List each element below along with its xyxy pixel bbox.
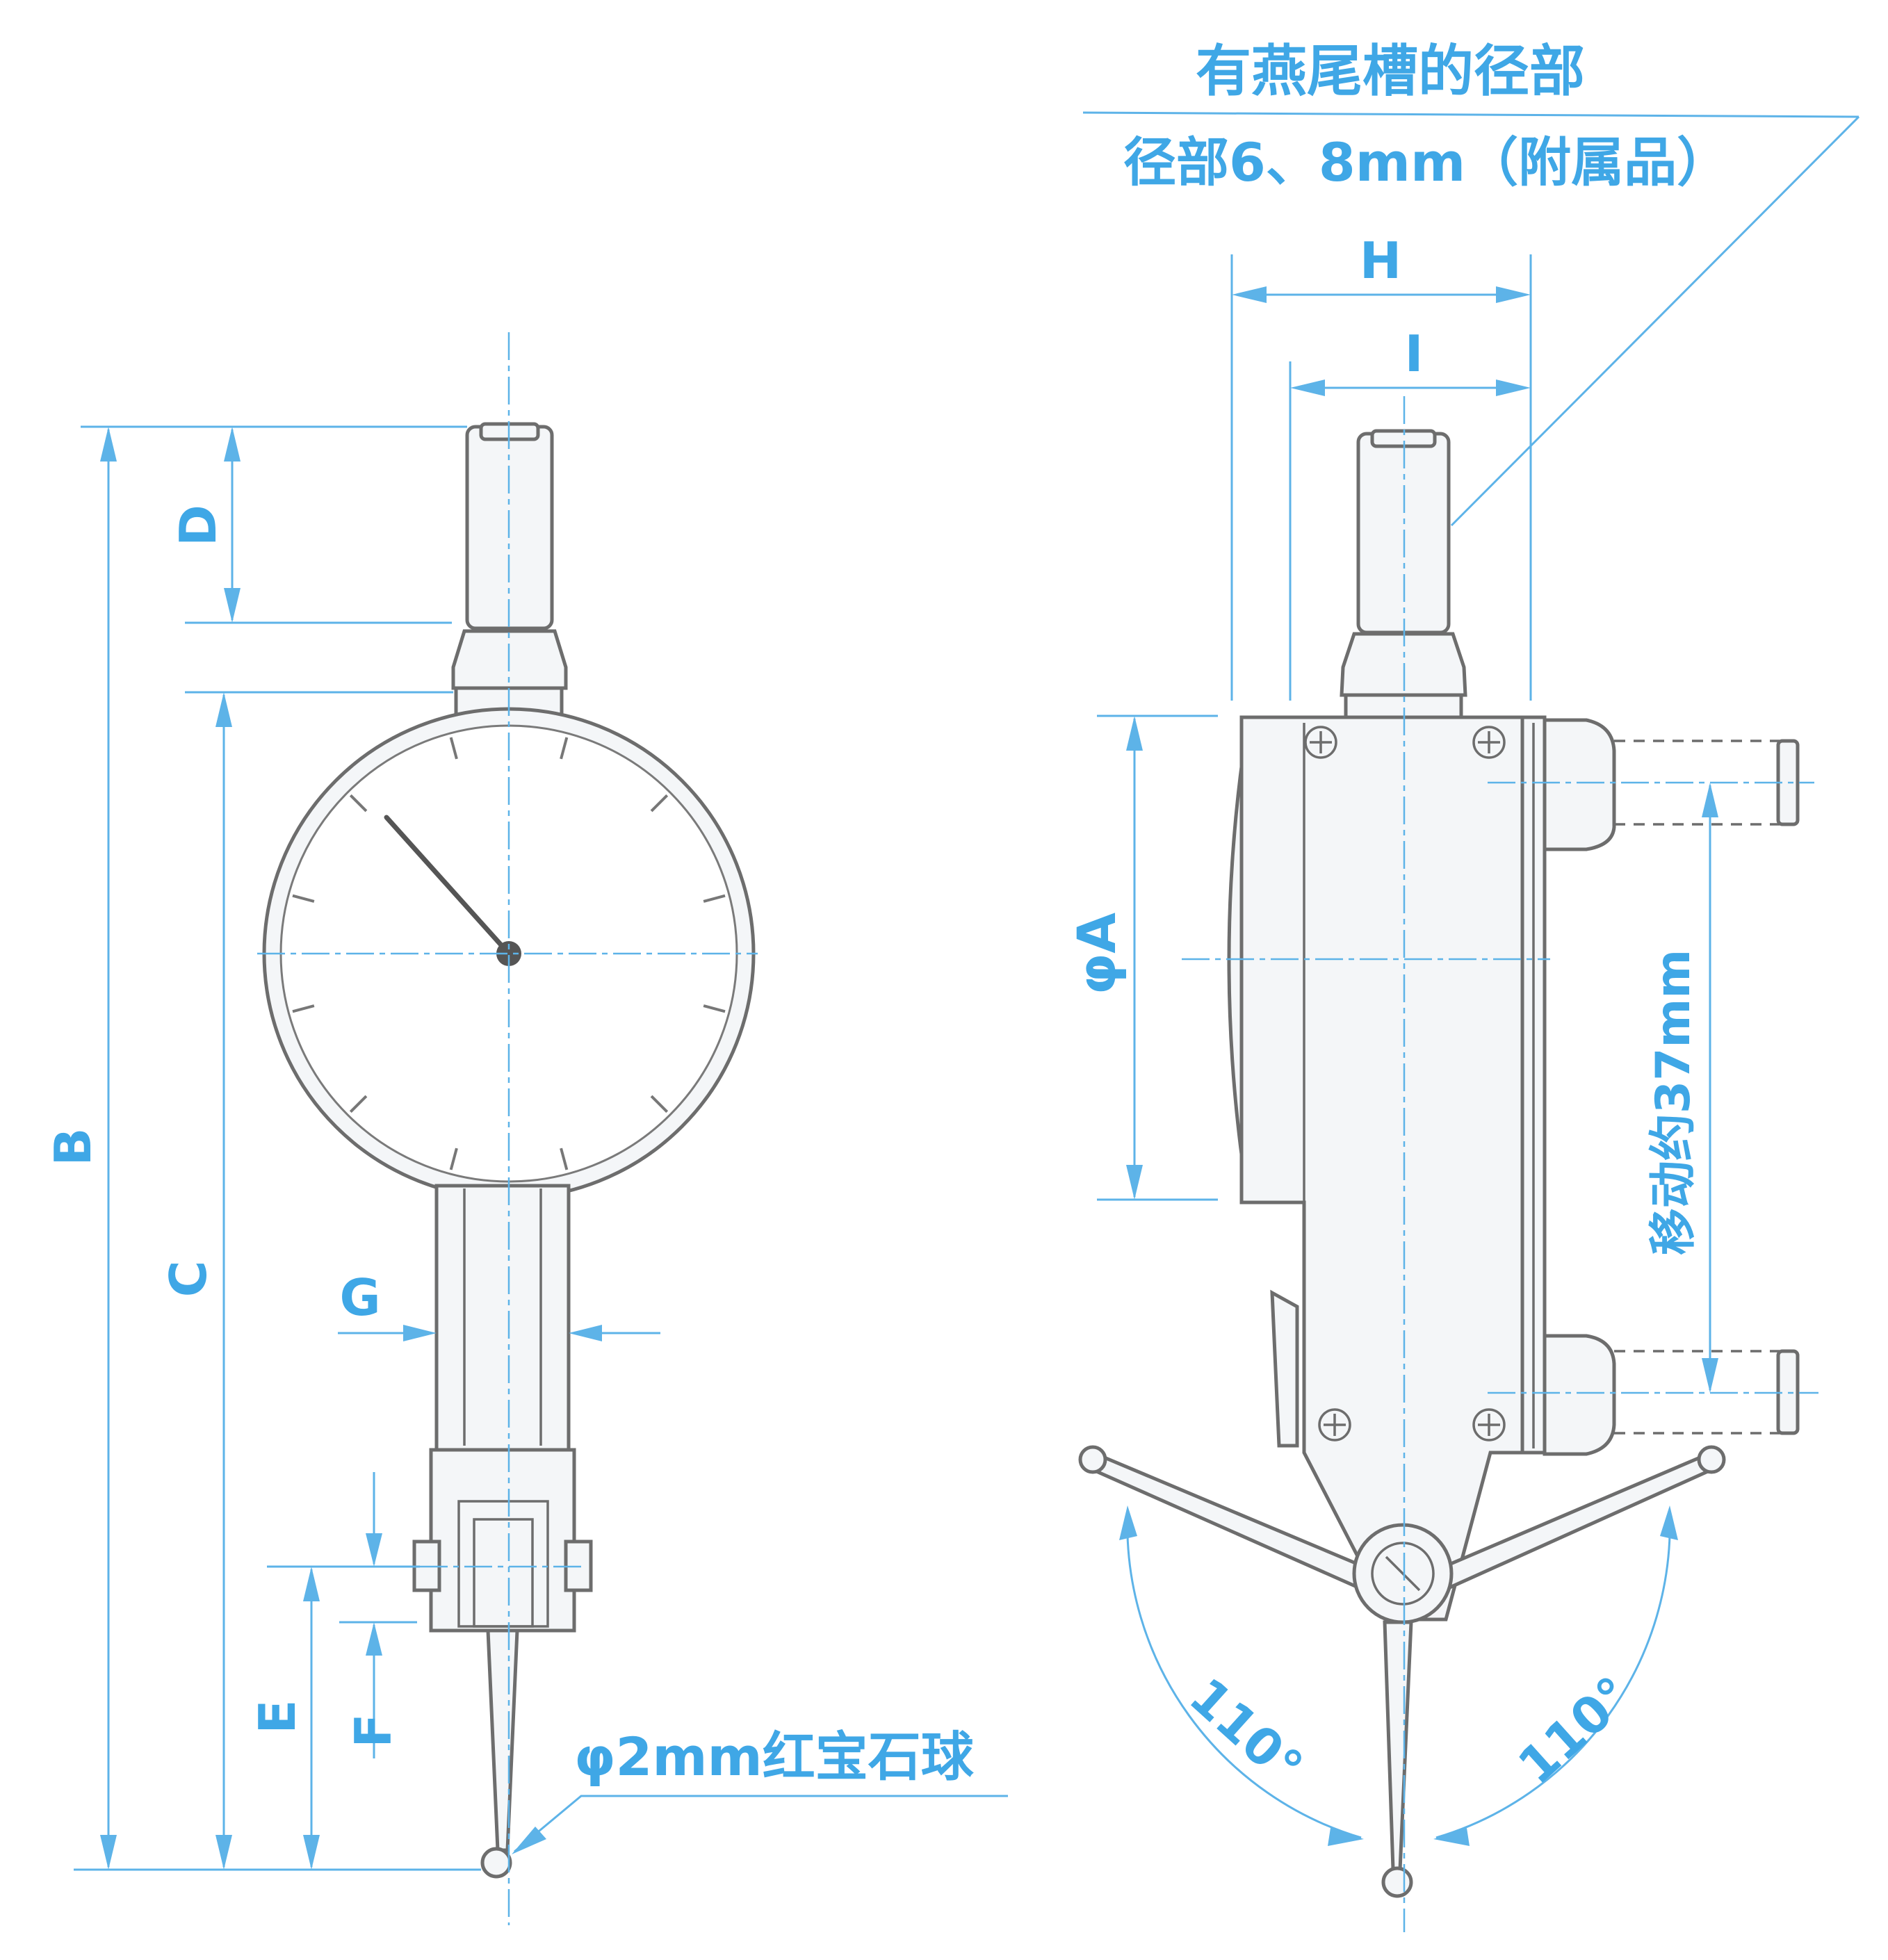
dial-tick [449,737,458,760]
dial-tick [703,1004,726,1013]
dial-tick [349,794,368,812]
dial-tick [650,794,669,812]
dim-label-phi-a: φA [1066,913,1128,995]
side-lever [1270,1289,1299,1448]
travel-label: 移动约37mm [1646,949,1701,1255]
pivot-inner [1371,1542,1435,1606]
dim-label-i: I [1405,325,1424,383]
side-main-body [1239,715,1547,1622]
right-ball [1697,1445,1726,1474]
dovetail-label: 有燕尾槽的径部 [1196,39,1585,104]
dial-tick [560,737,569,760]
front-stylus-holder [429,1448,576,1633]
dial-tick [449,1148,458,1170]
dial-tick [349,1095,368,1113]
angle-right-label: 110° [1507,1665,1643,1795]
dim-label-b: B [44,1128,102,1166]
front-stylus [486,1628,519,1852]
front-view [262,422,756,1879]
body-screws [1304,726,1506,1442]
dial-needle [384,815,512,956]
dim-label-h: H [1360,231,1401,290]
dial-ticks [292,737,726,1170]
left-ball [1078,1445,1107,1474]
side-ruby-ball [1381,1866,1413,1898]
dim-label-d: D [169,505,227,546]
front-ruby-ball [480,1847,512,1879]
side-view [1078,429,1800,1898]
side-stylus [1383,1620,1413,1872]
upper-clamp [1543,718,1616,851]
labels: 有燕尾槽的径部 径部6、8mm（附属品） H I φA 移动约37mm B C … [44,39,1730,1797]
dimensions [74,111,1860,1932]
dial-tick [292,894,315,903]
dial-tick [560,1148,569,1170]
dim-label-e: E [248,1699,307,1733]
dim-label-f: F [344,1713,402,1747]
lower-clamp [1543,1334,1616,1456]
dial-tick [292,1004,315,1013]
ruby-ball-label: φ2mm红宝石球 [574,1726,975,1788]
dial-tick [650,1095,669,1113]
stem-size-label: 径部6、8mm（附属品） [1123,131,1730,193]
dim-label-g: G [339,1268,380,1327]
dial-tick [703,894,726,903]
dim-label-c: C [159,1261,218,1298]
front-lower-body [434,1184,571,1452]
needle-hub [496,941,521,966]
